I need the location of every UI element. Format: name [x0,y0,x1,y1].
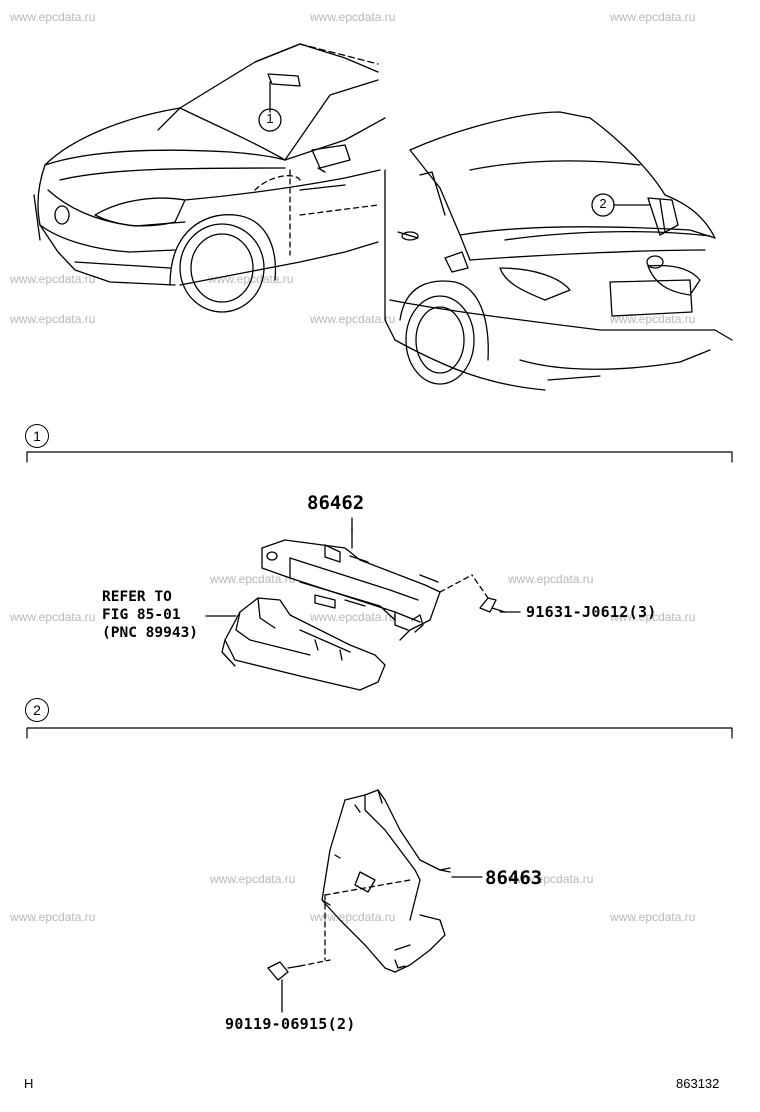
rear-car-illustration [384,111,733,391]
watermark: www.epcdata.ru [310,312,396,326]
bracket-reference-illustration [221,597,386,691]
front-car-illustration [33,43,386,313]
footer-left-code: H [24,1076,34,1091]
section-1-divider [26,451,733,463]
part-number-86463[interactable]: 86463 [485,867,543,889]
watermark: www.epcdata.ru [310,910,396,924]
watermark: www.epcdata.ru [10,10,96,24]
footer-figure-number: 863132 [676,1076,720,1091]
section-2-divider [26,727,733,739]
watermark: www.epcdata.ru [508,872,594,886]
watermark: www.epcdata.ru [310,10,396,24]
refer-to-note[interactable]: REFER TO FIG 85-01 (PNC 89943) [102,588,198,642]
refer-line-3: (PNC 89943) [102,625,199,641]
section-2-badge: 2 [25,698,49,722]
bracket-86463-illustration [321,789,451,973]
watermark: www.epcdata.ru [310,610,396,624]
watermark: www.epcdata.ru [10,610,96,624]
module-86462-illustration [261,527,473,641]
watermark: www.epcdata.ru [610,910,696,924]
callout-2-label: 2 [599,196,607,211]
refer-line-1: REFER TO [102,589,172,605]
watermark: www.epcdata.ru [508,572,594,586]
watermark: www.epcdata.ru [210,572,296,586]
watermark: www.epcdata.ru [10,272,96,286]
part-number-86462[interactable]: 86462 [307,492,365,514]
watermark: www.epcdata.ru [10,910,96,924]
watermark: www.epcdata.ru [210,872,296,886]
screw-91631-illustration [471,574,506,613]
watermark: www.epcdata.ru [10,312,96,326]
callout-2-circle [591,193,615,217]
refer-line-2: FIG 85-01 [102,607,181,623]
callout-1-circle [258,108,282,132]
watermark: www.epcdata.ru [610,10,696,24]
section-1-badge: 1 [25,424,49,448]
part-number-91631-j0612[interactable]: 91631-J0612(3) [526,603,657,621]
watermark: www.epcdata.ru [610,610,696,624]
part-number-90119-06915[interactable]: 90119-06915(2) [225,1015,356,1033]
callout-1-label: 1 [266,111,274,126]
bolt-90119-illustration [267,959,331,1013]
